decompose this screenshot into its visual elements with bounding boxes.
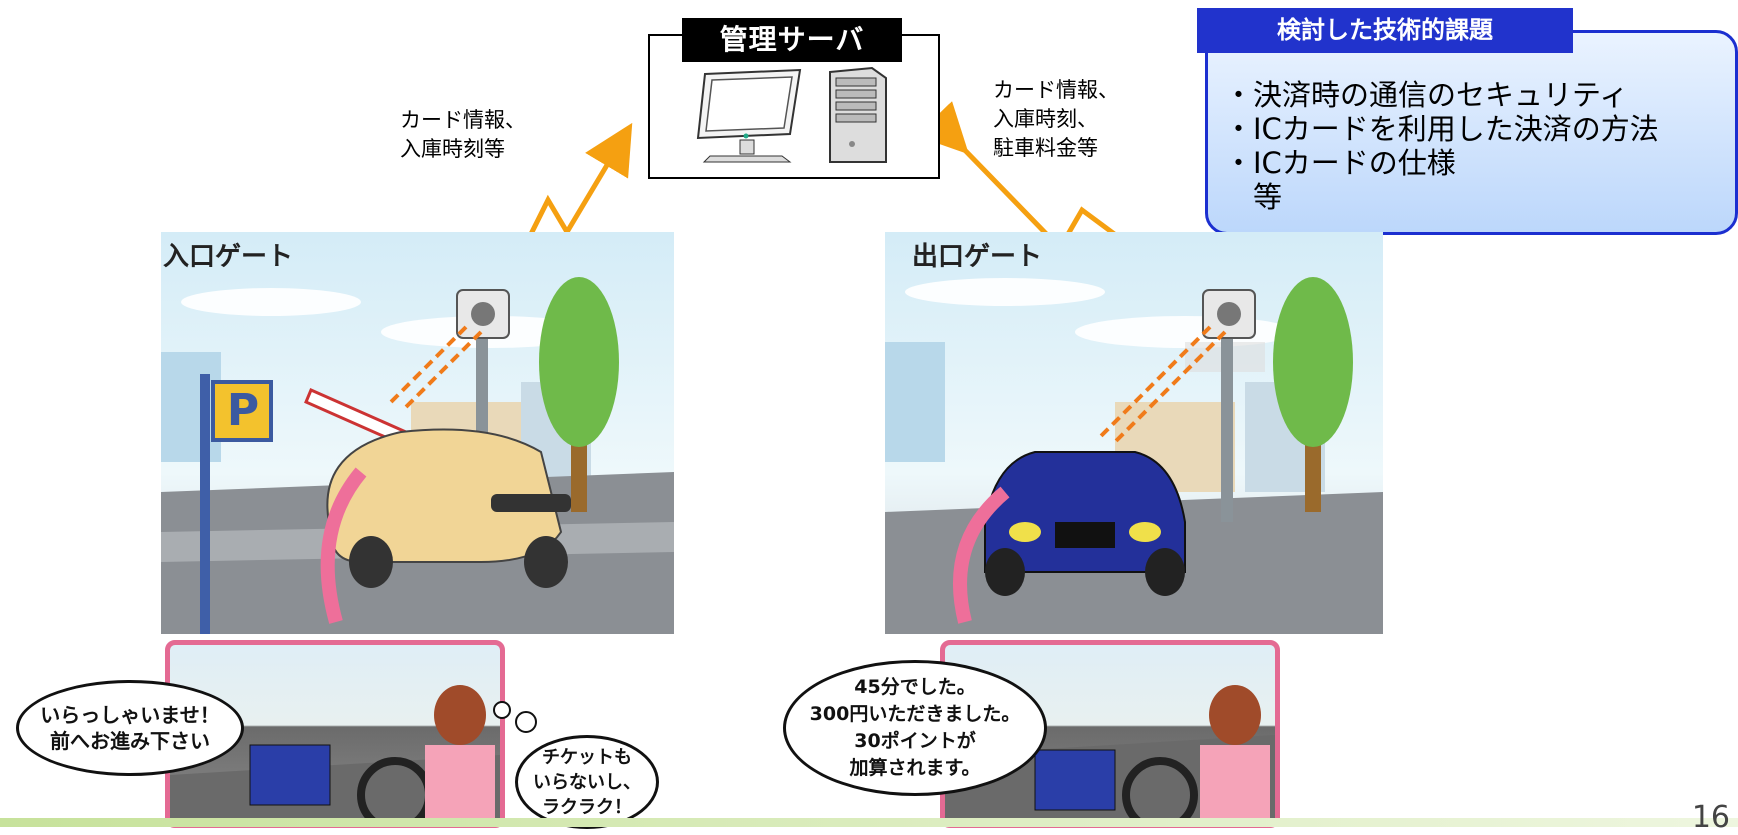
right-flow-label-line: 駐車料金等 [993, 136, 1098, 160]
entry-speech-line: いらっしゃいませ！ [40, 703, 220, 727]
technical-issues-panel [1205, 30, 1738, 235]
entry-gate-scene: 入口ゲート P [161, 232, 674, 634]
issue-item: 等 [1224, 180, 1283, 214]
exit-scene-illustration [885, 277, 1383, 634]
entry-gate-label: 入口ゲート [163, 242, 294, 272]
server-tower-icon [829, 66, 887, 163]
left-flow-label-line: カード情報、 [400, 108, 526, 132]
left-flow-label: カード情報、 入庫時刻等 [400, 106, 526, 164]
issue-item: ・ICカードを利用した決済の方法 [1224, 112, 1659, 146]
driver-illustration [170, 685, 500, 823]
exit-gate-label: 出口ゲート [912, 242, 1043, 272]
exit-speech-bubble: 45分でした。 300円いただきました。 30ポイントが 加算されます。 [783, 660, 1047, 796]
entry-scene-illustration [161, 277, 674, 634]
exit-speech-line: 45分でした。 [854, 676, 976, 698]
exit-speech-line: 加算されます。 [849, 757, 981, 779]
parking-sign: P [226, 385, 260, 436]
server-title: 管理サーバ [682, 18, 902, 62]
thought-dots [493, 701, 537, 733]
technical-issues-title: 検討した技術的課題 [1197, 8, 1573, 53]
entry-speech-bubble: いらっしゃいませ！ 前へお進み下さい [16, 680, 244, 776]
exit-speech-line: 30ポイントが [854, 730, 976, 752]
right-flow-label-line: 入庫時刻、 [993, 107, 1098, 131]
entry-speech-line: 前へお進み下さい [50, 729, 210, 753]
exit-gate-scene: 出口ゲート [885, 232, 1383, 634]
technical-issues-list: ・決済時の通信のセキュリティ ・ICカードを利用した決済の方法 ・ICカードの仕… [1224, 78, 1659, 214]
entry-thought-line: いらないし、 [533, 771, 641, 793]
footer-bar [0, 818, 1738, 827]
right-flow-label: カード情報、 入庫時刻、 駐車料金等 [993, 76, 1119, 163]
entry-thought-bubble: チケットも いらないし、 ラクラク！ [515, 735, 659, 829]
entry-thought-line: ラクラク！ [542, 796, 632, 818]
right-flow-label-line: カード情報、 [993, 78, 1119, 102]
left-flow-label-line: 入庫時刻等 [400, 137, 505, 161]
issue-item: ・決済時の通信のセキュリティ [1224, 78, 1629, 112]
entry-dashboard-view [165, 640, 505, 828]
page-number: 16 [1691, 800, 1730, 835]
monitor-icon [696, 68, 802, 163]
issue-item: ・ICカードの仕様 [1224, 146, 1456, 180]
exit-speech-line: 300円いただきました。 [809, 703, 1021, 725]
entry-thought-line: チケットも [542, 746, 632, 768]
